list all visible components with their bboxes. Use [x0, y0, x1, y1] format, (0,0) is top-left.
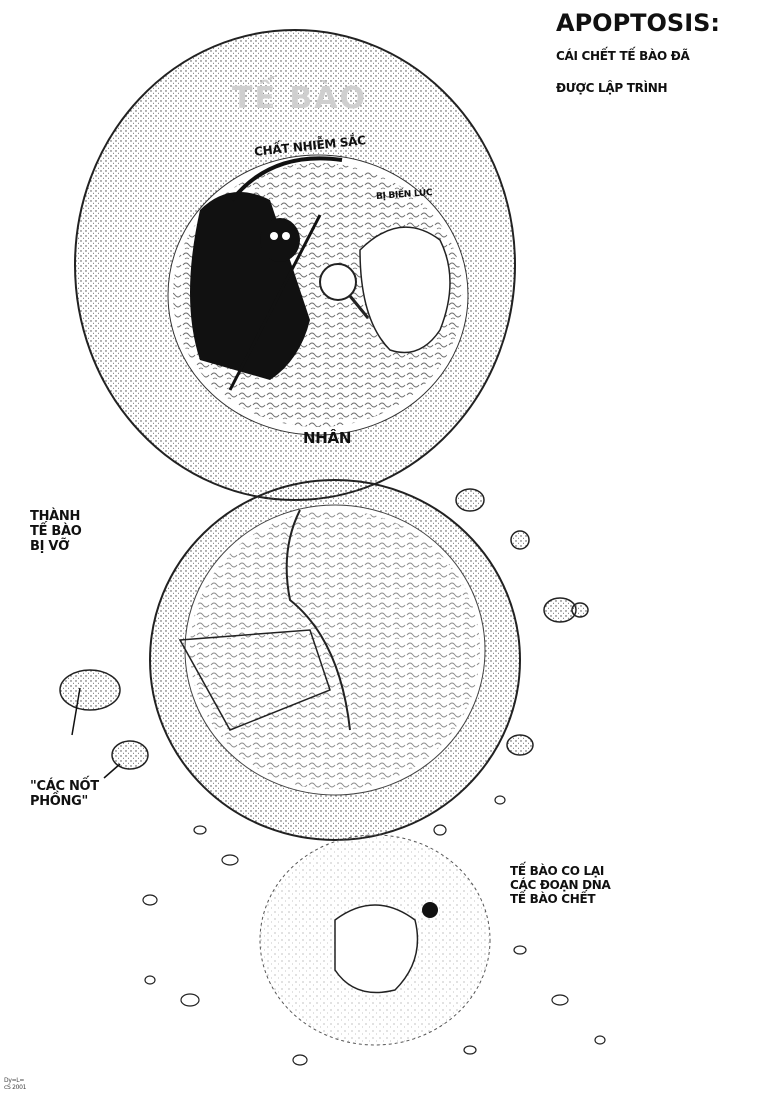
artist-credit: Dy=L= cS 2001: [4, 1078, 26, 1092]
label-line: THÀNH: [30, 510, 82, 525]
label-line: cS 2001: [4, 1085, 26, 1092]
label-line: TẾ BÀO CO LẠI: [510, 865, 611, 879]
label-line: BỊ VỠ: [30, 540, 82, 555]
label-line: CÁC ĐOẠN DNA: [510, 879, 611, 893]
cell-label: TẾ BÀO: [232, 82, 367, 117]
subtitle-line-2: ĐƯỢC LẬP TRÌNH: [556, 82, 667, 96]
label-line: PHỒNG": [30, 795, 99, 810]
nucleus-label: NHÂN: [303, 430, 351, 447]
subtitle-line-1: CÁI CHẾT TẾ BÀO ĐÃ: [556, 50, 689, 64]
label-line: TẾ BÀO: [30, 525, 82, 540]
blebs-label: "CÁC NỐT PHỒNG": [30, 780, 99, 810]
ruptured-wall-label: THÀNH TẾ BÀO BỊ VỠ: [30, 510, 82, 555]
label-line: TẾ BÀO CHẾT: [510, 893, 611, 907]
shrunken-cell-label: TẾ BÀO CO LẠI CÁC ĐOẠN DNA TẾ BÀO CHẾT: [510, 865, 611, 906]
page-title: APOPTOSIS:: [556, 10, 720, 38]
ruptured-cell: [60, 480, 588, 840]
label-line: "CÁC NỐT: [30, 780, 99, 795]
pointer-arrow: [104, 764, 120, 778]
shrunken-cell: [260, 835, 490, 1045]
